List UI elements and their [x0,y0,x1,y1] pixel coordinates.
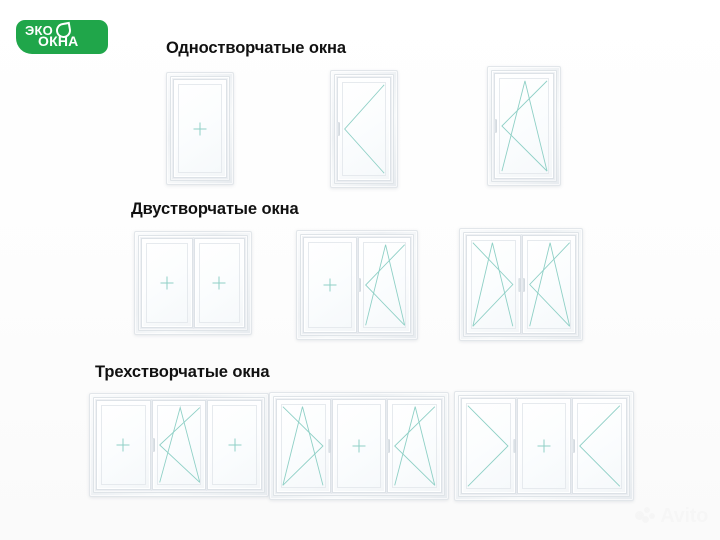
glass-pane [281,404,326,488]
glass-pane [577,403,623,489]
avito-logo-icon [635,506,656,527]
glass-pane [521,403,567,489]
glass-pane [146,243,188,323]
fixed-pane-plus-icon [212,276,226,290]
window-unit-d1 [134,231,252,335]
sash-tilt-turn [151,400,207,490]
window-unit-s3 [487,66,561,186]
sash-group [173,79,227,178]
glass-pane [342,82,386,176]
sash-turn [572,398,628,494]
fixed-pane-plus-icon [228,438,242,452]
glass-pane [336,404,382,488]
sash-group [461,398,628,494]
sash-tilt-turn [276,399,331,493]
section-heading-double-sash: Двустворчатые окна [131,200,299,218]
brand-logo: ЭКО ОКНА [16,20,108,54]
fixed-pane-plus-icon [537,439,551,453]
window-handle-icon [327,439,331,453]
sash-group [494,73,554,179]
window-handle-icon [517,277,521,292]
fixed-pane-plus-icon [160,276,174,290]
sash-group [337,77,391,181]
fixed-pane-plus-icon [323,278,337,292]
window-unit-s2 [330,70,398,188]
sash-group [303,237,411,333]
window-handle-icon [521,277,525,292]
sash-fixed [96,400,151,490]
sash-fixed [193,238,245,328]
sash-tilt-turn [494,73,554,179]
sash-turn [337,77,391,181]
sash-fixed [303,237,357,333]
glass-pane [392,404,438,488]
fixed-pane-plus-icon [193,122,207,135]
sash-group [141,238,245,328]
window-handle-icon [151,438,155,452]
glass-pane [198,243,240,323]
window-unit-d2 [296,230,418,340]
section-heading-single-sash: Одностворчатые окна [166,39,346,57]
window-handle-icon [494,119,497,133]
brand-name-bottom: ОКНА [38,33,79,49]
glass-pane [466,403,511,489]
sash-group [96,400,263,490]
window-handle-icon [512,439,516,453]
window-unit-t3 [454,391,634,501]
glass-pane [362,242,406,328]
avito-watermark-label: Avito [660,505,708,527]
glass-pane [212,405,258,485]
section-heading-triple-sash: Трехстворчатые окна [95,363,270,381]
brand-name-top: ЭКО [25,23,53,38]
avito-watermark: Avito [635,505,708,528]
glass-pane [526,240,571,329]
sash-fixed [141,238,193,328]
window-unit-t2 [269,392,449,500]
fixed-pane-plus-icon [116,438,130,452]
glass-pane [156,405,202,485]
window-handle-icon [337,122,340,136]
sash-group [466,235,576,334]
sash-fixed [331,399,387,493]
sash-fixed [173,79,227,178]
glass-pane [471,240,516,329]
sash-fixed [516,398,572,494]
sash-tilt-turn [387,399,443,493]
sash-tilt-turn [466,235,521,334]
window-unit-s1 [166,72,234,185]
glass-pane [308,242,352,328]
sash-turn [461,398,516,494]
window-handle-icon [357,278,361,292]
glass-pane [101,405,146,485]
glass-pane [178,84,222,173]
window-handle-icon [572,439,576,453]
window-handle-icon [387,439,391,453]
fixed-pane-plus-icon [352,439,366,453]
sash-fixed [207,400,263,490]
glass-pane [499,78,549,174]
sash-group [276,399,443,493]
window-unit-t1 [89,393,269,497]
sash-tilt-turn [521,235,576,334]
window-unit-d3 [459,228,583,341]
sash-tilt-turn [357,237,411,333]
